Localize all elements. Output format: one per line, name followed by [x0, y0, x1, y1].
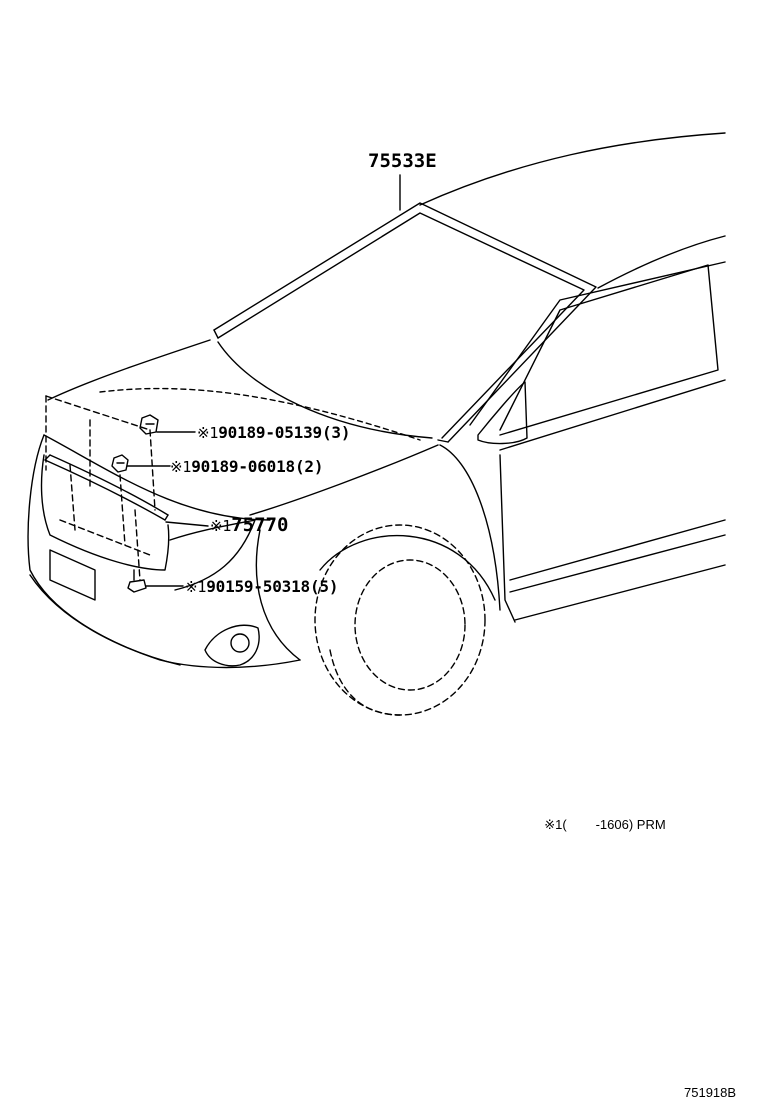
hood-outline — [47, 339, 211, 401]
footnote-range: ( -1606) — [562, 817, 634, 832]
wheel-arch — [319, 534, 496, 601]
door-edge — [499, 454, 516, 623]
side-line-mid — [509, 519, 726, 581]
callout-clip-b-part: 90189-06018 — [191, 457, 295, 476]
screw-icon — [127, 569, 147, 593]
callout-grille-part: 75770 — [231, 514, 289, 536]
clip-a-icon — [139, 414, 159, 435]
lower-grille — [49, 549, 96, 601]
callout-clip-a-qty: (3) — [321, 423, 351, 442]
headlight — [169, 519, 256, 591]
footnote-code: PRM — [636, 817, 666, 832]
mirror — [477, 381, 528, 445]
hood-fender-line — [249, 444, 439, 516]
callout-screw: ※190159-50318(5) — [185, 577, 339, 597]
callout-screw-part: 90159-50318 — [206, 577, 310, 596]
bumper-side — [255, 529, 301, 661]
roof-line — [419, 132, 726, 206]
a-pillar — [597, 235, 726, 289]
hood-front-edge — [43, 434, 271, 521]
door-window — [499, 264, 719, 436]
callout-clip-a-part: 90189-05139 — [218, 423, 322, 442]
grille-molding — [44, 454, 169, 521]
fog-light — [230, 633, 250, 653]
drawing-id: 751918B — [684, 1085, 737, 1100]
footnote: ※1( -1606) PRM — [537, 802, 666, 833]
callout-clip-a-prefix: ※1 — [197, 424, 219, 442]
callout-clip-b-prefix: ※1 — [170, 458, 192, 476]
footnote-marker: ※1 — [544, 817, 563, 832]
clip-b-icon — [111, 454, 129, 473]
bumper-lower — [29, 574, 181, 666]
callout-screw-prefix: ※1 — [185, 578, 207, 596]
hood-crease — [99, 387, 421, 441]
fog-light-housing — [204, 624, 260, 667]
callout-grille-prefix: ※1 — [210, 517, 232, 535]
callout-screw-qty: (5) — [309, 577, 339, 596]
callout-clip-b-qty: (2) — [294, 457, 324, 476]
windshield-molding — [213, 202, 597, 443]
callout-grille-molding: ※175770 — [210, 514, 289, 536]
callout-windshield-molding: 75533E — [368, 150, 437, 172]
assembly-guide-lines — [45, 395, 156, 581]
fender-edge — [439, 444, 501, 611]
leader-grille — [165, 521, 209, 527]
grille-outline — [40, 454, 170, 571]
door-line-1 — [469, 261, 726, 426]
rocker — [514, 564, 726, 621]
side-line-upper — [499, 379, 726, 451]
front-wheel — [314, 524, 486, 716]
callout-clip-a: ※190189-05139(3) — [197, 423, 351, 443]
side-line-low — [509, 534, 726, 593]
callout-clip-b: ※190189-06018(2) — [170, 457, 324, 477]
